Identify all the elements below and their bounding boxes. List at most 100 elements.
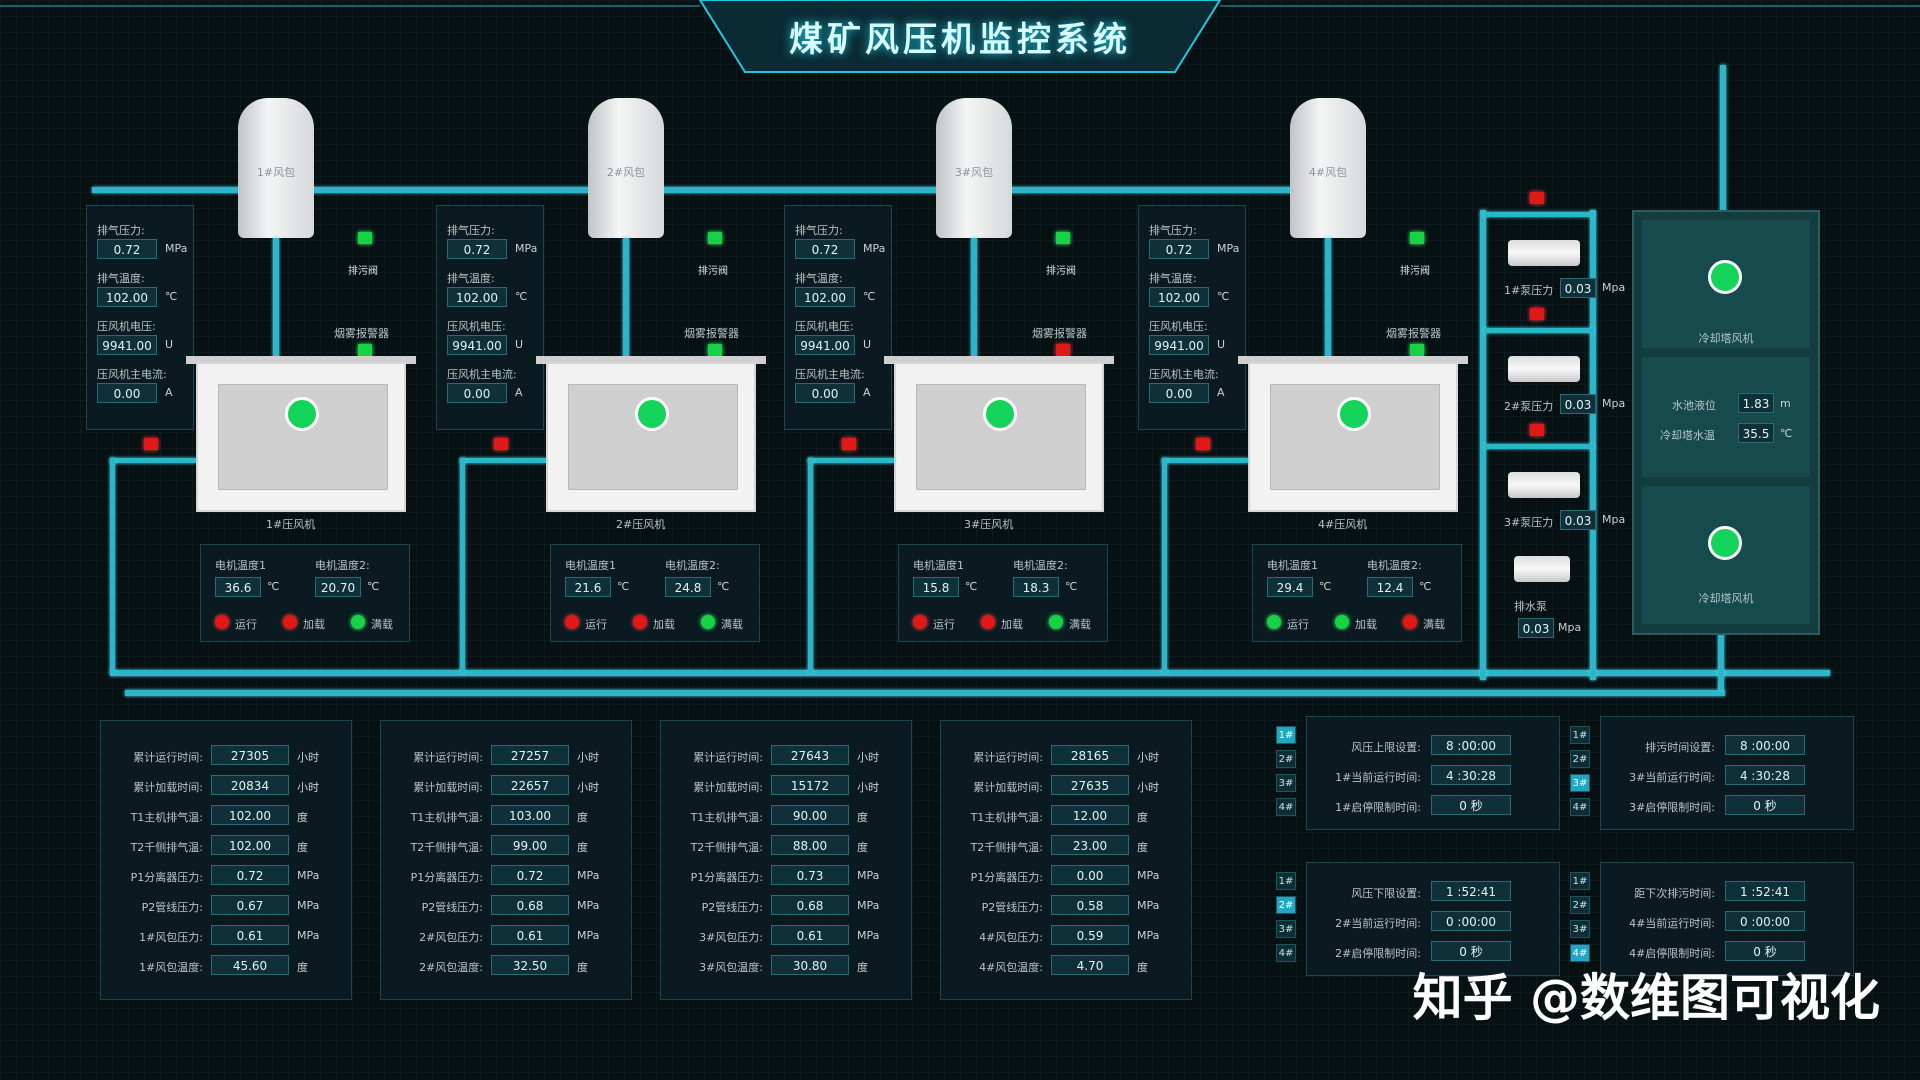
inlet-down-pipe (808, 458, 813, 673)
pump-body[interactable] (1508, 356, 1580, 382)
control-value[interactable]: 4 :30:28 (1431, 765, 1511, 785)
tab-3[interactable]: 3# (1570, 920, 1590, 938)
stat-value: 90.00 (771, 805, 849, 825)
motor-temp1-value: 21.6 (565, 577, 611, 597)
tab-1[interactable]: 1# (1570, 726, 1590, 744)
control-value[interactable]: 1 :52:41 (1725, 881, 1805, 901)
full-status-label: 满载 (721, 618, 743, 631)
fan-icon (1708, 526, 1742, 560)
load-status-light (283, 615, 297, 629)
voltage-label: 压风机电压: (795, 320, 854, 333)
pump-header-pipe (1484, 328, 1594, 333)
tab-1[interactable]: 1# (1276, 726, 1296, 744)
tab-3[interactable]: 3# (1276, 920, 1296, 938)
stat-label: T2千侧排气温: (970, 841, 1043, 854)
pump-body[interactable] (1508, 472, 1580, 498)
run-status-light (913, 615, 927, 629)
stat-label: 累计运行时间: (693, 751, 763, 764)
voltage-label: 压风机电压: (447, 320, 506, 333)
stat-label: T2千侧排气温: (690, 841, 763, 854)
inlet-valve-indicator (494, 438, 508, 450)
compressor-machine[interactable] (894, 362, 1104, 512)
stat-unit: 度 (857, 841, 868, 854)
tank-label: 3#风包 (954, 166, 994, 179)
temp-value: 102.00 (97, 287, 157, 307)
air-tank[interactable]: 3#风包 (936, 98, 1012, 238)
stat-unit: 度 (1137, 811, 1148, 824)
control-value[interactable]: 8 :00:00 (1725, 735, 1805, 755)
exhaust_temp-label: 排气温度: (97, 272, 145, 285)
watermark: 知乎 @数维图可视化 (1412, 969, 1880, 1027)
control-value[interactable]: 0 :00:00 (1725, 911, 1805, 931)
control-value[interactable]: 0 :00:00 (1431, 911, 1511, 931)
tab-4[interactable]: 4# (1570, 798, 1590, 816)
inlet-pipe (460, 458, 546, 463)
tab-3[interactable]: 3# (1570, 774, 1590, 792)
tab-2[interactable]: 2# (1276, 896, 1296, 914)
tab-1[interactable]: 1# (1276, 872, 1296, 890)
air-tank[interactable]: 4#风包 (1290, 98, 1366, 238)
stat-unit: 度 (297, 961, 308, 974)
run-status-label: 运行 (933, 618, 955, 631)
inlet-pipe (808, 458, 894, 463)
cooling-fan-2-card[interactable]: 冷却塔风机 (1642, 486, 1810, 624)
compressor-machine[interactable] (1248, 362, 1458, 512)
exhaust_temp-label: 排气温度: (1149, 272, 1197, 285)
voltage-value: 9941.00 (1149, 335, 1209, 355)
pump-valve-indicator (1530, 424, 1544, 436)
pump-unit: Mpa (1558, 621, 1582, 634)
cooling-fan-1-card[interactable]: 冷却塔风机 (1642, 220, 1810, 348)
water-return-pipe (125, 690, 1725, 696)
tab-2[interactable]: 2# (1570, 896, 1590, 914)
tab-3[interactable]: 3# (1276, 774, 1296, 792)
c-unit: ℃ (863, 290, 876, 303)
stat-unit: 度 (577, 841, 588, 854)
tower-drain-pipe (1718, 620, 1724, 690)
drain-valve-label[interactable]: 排污阀 (698, 266, 728, 277)
header: 煤矿风压机监控系统 (0, 0, 1920, 90)
drain-valve-label[interactable]: 排污阀 (1400, 266, 1430, 277)
control-value[interactable]: 0 秒 (1431, 795, 1511, 815)
tab-group: 1# 2# 3# 4# (1570, 726, 1590, 822)
voltage-value: 9941.00 (97, 335, 157, 355)
stat-unit: 度 (577, 811, 588, 824)
control-value[interactable]: 0 秒 (1725, 941, 1805, 961)
stat-value: 45.60 (211, 955, 289, 975)
stat-label: P1分离器压力: (970, 871, 1043, 884)
drain-valve-label[interactable]: 排污阀 (348, 266, 378, 277)
stat-unit: 小时 (1137, 781, 1159, 794)
motor-temp1-unit: ℃ (617, 580, 630, 593)
load-status-label: 加载 (303, 618, 325, 631)
air-tank[interactable]: 1#风包 (238, 98, 314, 238)
compressor-machine[interactable] (546, 362, 756, 512)
tab-1[interactable]: 1# (1570, 872, 1590, 890)
control-label: 2#启停限制时间: (1335, 947, 1421, 960)
valve-indicator (358, 232, 372, 244)
run-status-label: 运行 (585, 618, 607, 631)
stat-unit: 小时 (297, 781, 319, 794)
compressor-machine[interactable] (196, 362, 406, 512)
control-value[interactable]: 0 秒 (1431, 941, 1511, 961)
air-tank[interactable]: 2#风包 (588, 98, 664, 238)
tab-2[interactable]: 2# (1276, 750, 1296, 768)
tab-4[interactable]: 4# (1276, 944, 1296, 962)
stat-label: 累计运行时间: (133, 751, 203, 764)
drain-valve-label[interactable]: 排污阀 (1046, 266, 1076, 277)
pump-body[interactable] (1508, 240, 1580, 266)
control-value[interactable]: 4 :30:28 (1725, 765, 1805, 785)
tab-4[interactable]: 4# (1570, 944, 1590, 962)
inlet-pipe (110, 458, 196, 463)
pump-valve-indicator (1530, 308, 1544, 320)
tab-2[interactable]: 2# (1570, 750, 1590, 768)
tank-riser-pipe (623, 238, 629, 358)
control-value[interactable]: 8 :00:00 (1431, 735, 1511, 755)
control-value[interactable]: 0 秒 (1725, 795, 1805, 815)
c-unit: ℃ (1217, 290, 1230, 303)
pump-body[interactable] (1514, 556, 1570, 582)
tab-4[interactable]: 4# (1276, 798, 1296, 816)
stat-unit: 度 (857, 961, 868, 974)
control-value[interactable]: 1 :52:41 (1431, 881, 1511, 901)
